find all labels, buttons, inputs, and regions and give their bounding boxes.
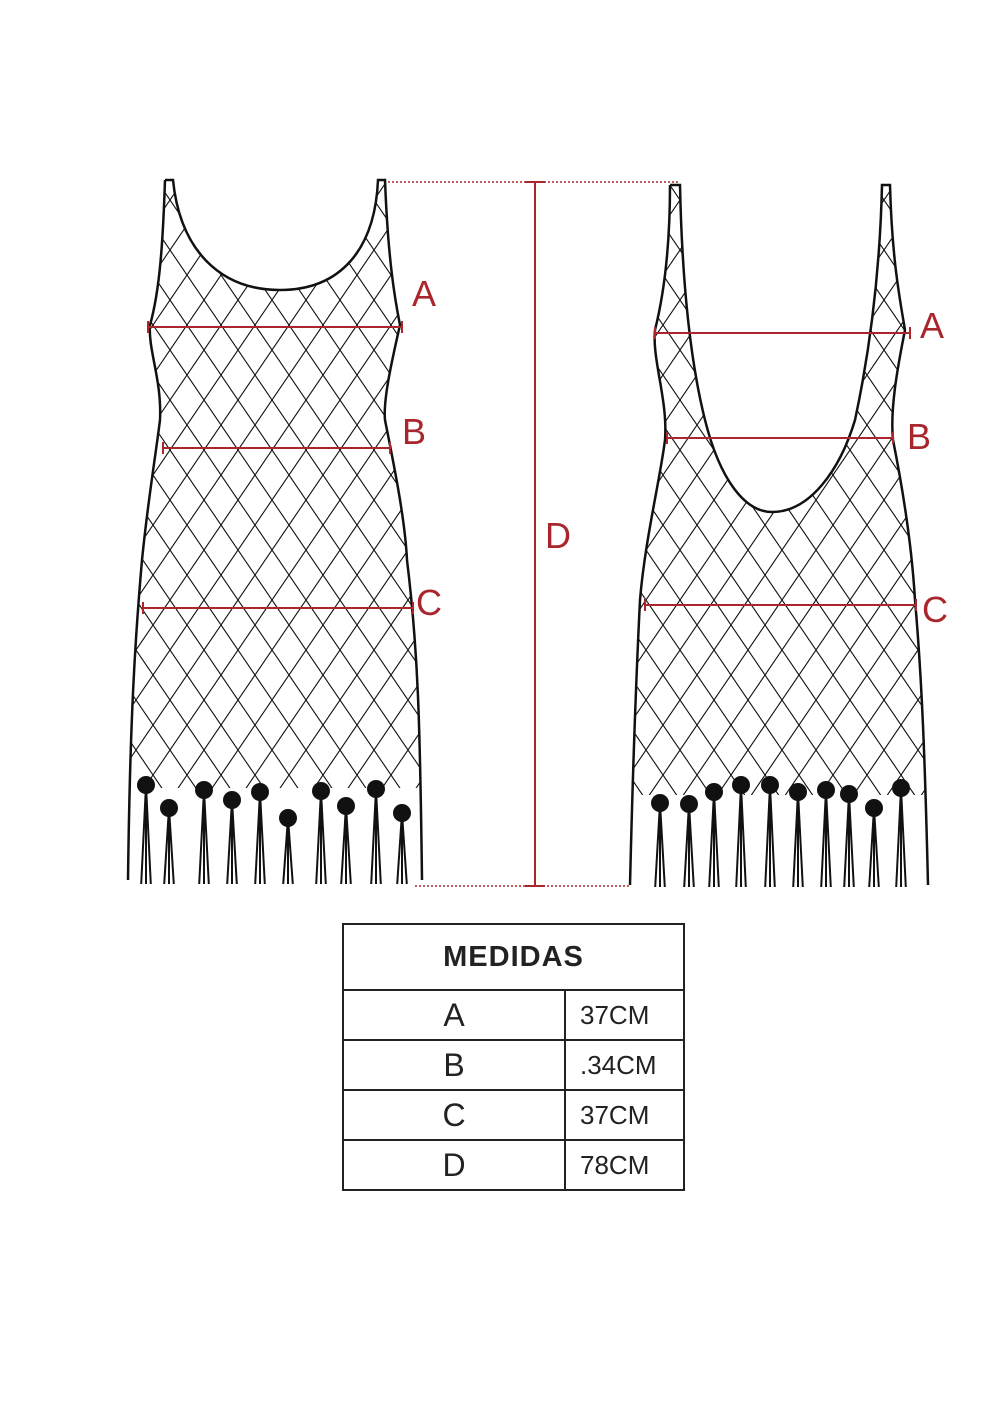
tassel [195,781,213,885]
back-measure-c [644,599,917,611]
tassel [680,795,698,888]
row-key: D [342,1139,566,1191]
row-key: C [342,1089,566,1141]
tassel [279,809,297,885]
front-label-c: C [416,582,442,623]
tassel [651,794,669,888]
table-row: B.34CM [342,1039,685,1091]
tassel [367,780,385,885]
tassel [312,782,330,885]
tassel [705,783,723,888]
row-value: 37CM [564,1089,685,1141]
back-label-c: C [922,589,948,630]
front-measure-a [147,321,403,333]
label-d: D [545,515,571,556]
tassel [732,776,750,888]
back-fringe [651,776,910,888]
back-label-a: A [920,305,944,346]
tassel [223,791,241,885]
row-value: .34CM [564,1039,685,1091]
back-measure-b [666,432,894,444]
tassel [761,776,779,888]
back-measure-a [654,327,911,339]
tassel [393,804,411,885]
front-label-a: A [412,273,436,314]
back-dress-mesh [632,185,926,795]
length-measure-d [525,181,545,887]
tassel [840,785,858,888]
table-title: MEDIDAS [342,923,685,991]
row-key: A [342,989,566,1041]
front-measure-b [162,442,391,454]
measurement-lines [142,181,917,887]
tassel [865,799,883,888]
front-label-b: B [402,411,426,452]
tassel [160,799,178,885]
length-guide-lines [388,181,680,887]
tassel [789,783,807,888]
tassel [817,781,835,888]
tassel [337,797,355,885]
row-key: B [342,1039,566,1091]
tassel [892,779,910,888]
front-measure-c [142,602,414,614]
front-fringe [137,776,411,885]
row-value: 37CM [564,989,685,1041]
back-dress [628,183,930,888]
front-dress [126,178,424,885]
front-dress-mesh [129,180,421,788]
row-value: 78CM [564,1139,685,1191]
tassel [137,776,155,885]
back-label-b: B [907,416,931,457]
tassel [251,783,269,885]
